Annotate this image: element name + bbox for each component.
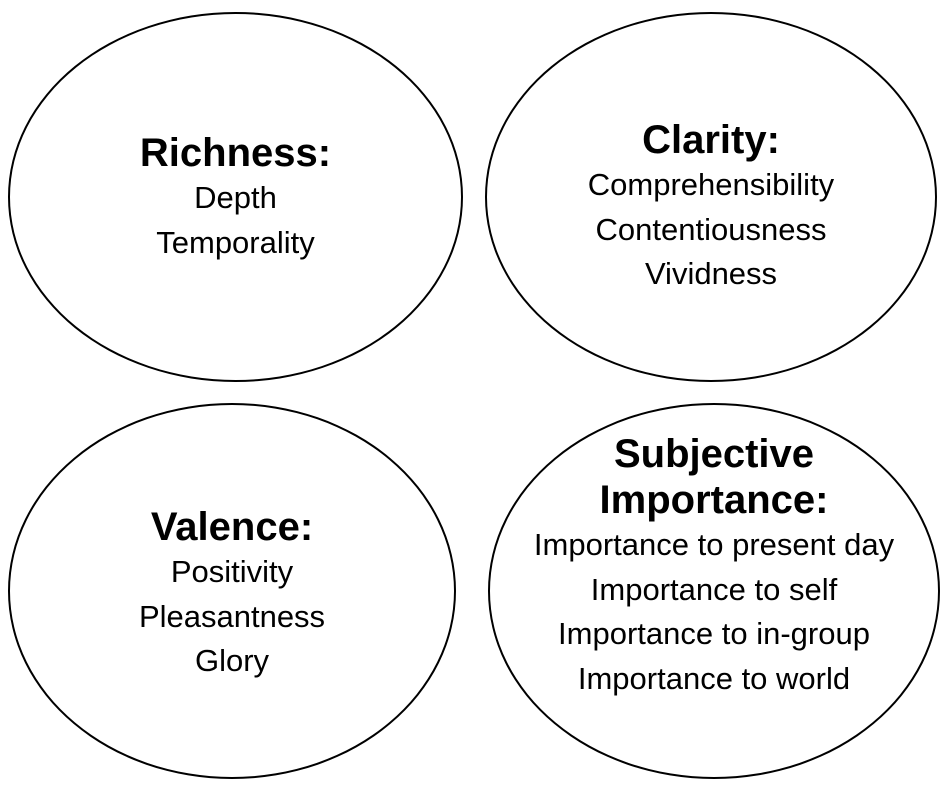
clarity-ellipse: Clarity: Comprehensibility Contentiousne… <box>485 12 937 382</box>
richness-content: Richness: Depth Temporality <box>10 130 461 265</box>
clarity-title: Clarity: <box>642 118 780 162</box>
valence-item-positivity: Positivity <box>170 554 294 589</box>
richness-ellipse: Richness: Depth Temporality <box>8 12 463 382</box>
richness-item-temporality: Temporality <box>156 224 315 260</box>
valence-item-glory: Glory <box>194 643 270 678</box>
subjective-importance-ellipse: Subjective Importance: Importance to pre… <box>488 403 940 779</box>
clarity-content: Clarity: Comprehensibility Contentiousne… <box>487 117 935 297</box>
subjective-importance-content: Subjective Importance: Importance to pre… <box>490 431 938 701</box>
richness-item-depth: Depth <box>194 180 277 215</box>
valence-ellipse: Valence: Positivity Pleasantness Glory <box>8 403 456 779</box>
subjective-item-present-day: Importance to present day <box>533 527 895 562</box>
subjective-item-self: Importance to self <box>590 571 838 607</box>
valence-content: Valence: Positivity Pleasantness Glory <box>10 504 454 684</box>
richness-title: Richness: <box>139 131 332 175</box>
subjective-item-in-group: Importance to in-group <box>558 616 870 651</box>
subjective-importance-title-line-2: Importance: <box>599 478 829 522</box>
valence-title: Valence: <box>150 505 314 549</box>
clarity-item-contentiousness: Contentiousness <box>595 211 827 247</box>
subjective-item-world: Importance to world <box>577 660 851 696</box>
clarity-item-vividness: Vividness <box>644 256 778 291</box>
valence-item-pleasantness: Pleasantness <box>138 598 326 634</box>
subjective-importance-title-line-1: Subjective <box>613 432 815 476</box>
clarity-item-comprehensibility: Comprehensibility <box>587 167 835 202</box>
